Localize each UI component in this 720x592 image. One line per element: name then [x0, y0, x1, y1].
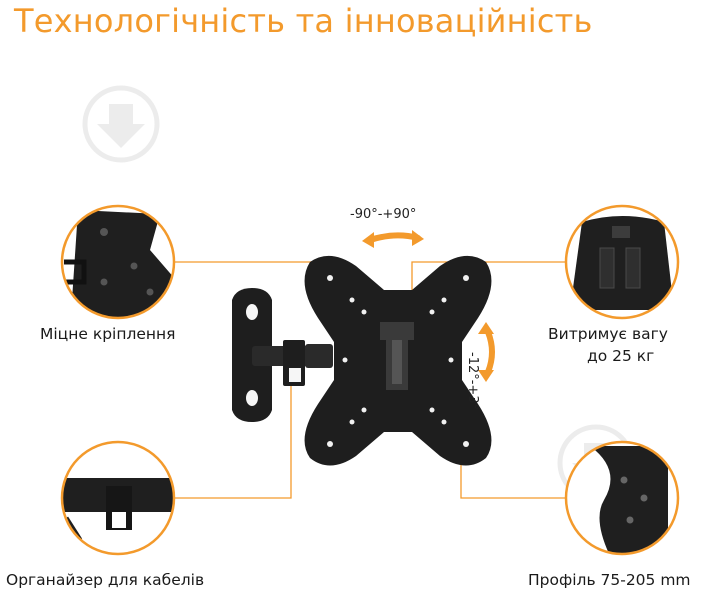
feature-weight-line2: до 25 кг: [587, 347, 655, 365]
page-title: Технологічність та інноваційність: [14, 2, 593, 40]
detail-circle-mount: [60, 204, 176, 320]
vesa-plate: [304, 255, 492, 466]
feature-strong-mount: Міцне кріплення: [40, 325, 176, 343]
detail-circle-profile: [564, 440, 680, 556]
detail-circle-cable: [60, 440, 176, 556]
detail-circle-weight: [564, 204, 680, 320]
swivel-range-label: -90°-+90°: [350, 207, 417, 222]
swivel-arrow-icon: [362, 230, 424, 248]
tilt-arrow-icon: [478, 322, 495, 382]
feature-weight-line1: Витримує вагу: [548, 325, 668, 343]
feature-cable-organizer: Органайзер для кабелів: [6, 571, 205, 589]
feature-profile: Профіль 75-205 mm: [528, 571, 691, 589]
swivel-arm: [252, 340, 333, 386]
download-icon: [82, 85, 160, 163]
tilt-range-label: -12°-+3°: [465, 352, 480, 411]
